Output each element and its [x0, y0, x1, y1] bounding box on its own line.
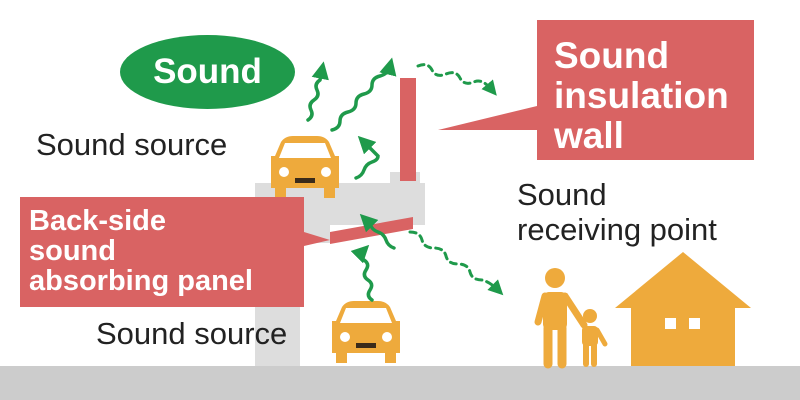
panel-callout-pointer	[304, 232, 330, 246]
callout-line: Back-side	[29, 205, 167, 237]
callout-line: sound	[29, 235, 116, 267]
wall-callout-pointer	[438, 106, 537, 130]
diffracted-sound-arrow	[408, 63, 504, 296]
back-side-panel-callout: Back-side sound absorbing panel	[20, 197, 304, 307]
sound-insulation-wall-callout: Sound insulation wall	[537, 20, 754, 160]
car-icon	[271, 136, 339, 198]
house-icon	[615, 252, 751, 366]
callout-line: Sound	[554, 35, 670, 76]
label-line: Sound	[517, 177, 607, 212]
car-icon	[332, 301, 400, 363]
sound-source-label: Sound source	[36, 127, 228, 162]
callout-line: wall	[554, 115, 624, 156]
sound-wave-arrow-icon	[306, 57, 397, 302]
ground	[0, 366, 800, 400]
people-icon	[534, 268, 608, 369]
sound-insulation-wall	[400, 78, 416, 181]
callout-line: insulation	[554, 75, 729, 116]
sound-badge: Sound	[120, 35, 295, 109]
sound-source-label: Sound source	[96, 316, 288, 351]
label-line: receiving point	[517, 212, 717, 247]
callout-line: absorbing panel	[29, 265, 253, 297]
sound-receiving-point-label: Sound receiving point	[517, 177, 717, 247]
